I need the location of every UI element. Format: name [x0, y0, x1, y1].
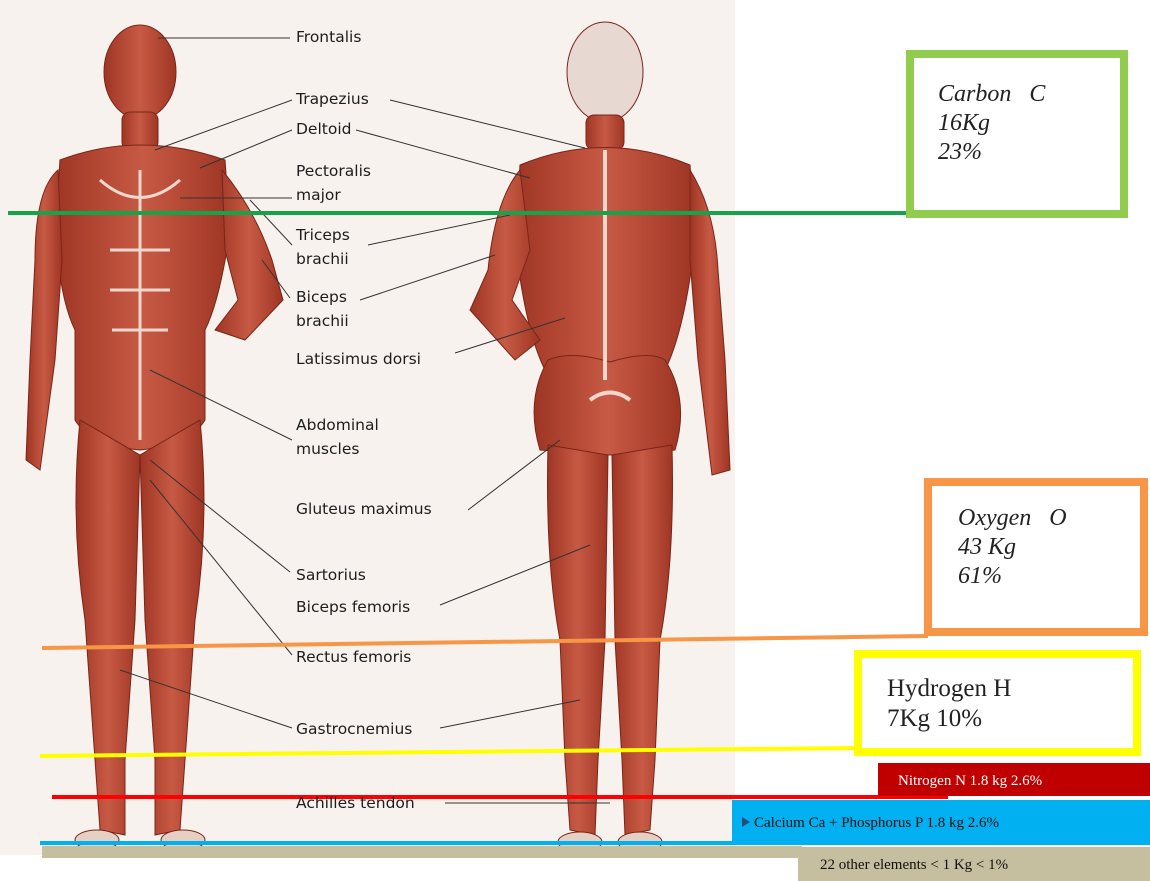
label-gluteus-maximus: Gluteus maximus [296, 500, 432, 519]
label-frontalis: Frontalis [296, 28, 361, 47]
label-biceps-femoris: Biceps femoris [296, 598, 410, 617]
oxygen-box: Oxygen O 43 Kg 61% [924, 478, 1148, 636]
label-achilles-tendon: Achilles tendon [296, 794, 415, 813]
carbon-text: Carbon C 16Kg 23% [938, 80, 1045, 167]
label-major: major [296, 186, 341, 205]
label-biceps: Biceps [296, 288, 347, 307]
label-pectoralis: Pectoralis [296, 162, 371, 181]
label-triceps-brachii: brachii [296, 250, 349, 269]
other-elements-text: 22 other elements < 1 Kg < 1% [820, 857, 1008, 873]
label-deltoid: Deltoid [296, 120, 351, 139]
hydrogen-box: Hydrogen H 7Kg 10% [854, 650, 1141, 756]
label-abdominal: Abdominal [296, 416, 379, 435]
label-gastrocnemius: Gastrocnemius [296, 720, 412, 739]
other-elements-bar: 22 other elements < 1 Kg < 1% [798, 847, 1150, 881]
nitrogen-bar: Nitrogen N 1.8 kg 2.6% [878, 763, 1150, 796]
label-trapezius: Trapezius [296, 90, 369, 109]
calcium-phosphorus-text: Calcium Ca + Phosphorus P 1.8 kg 2.6% [754, 815, 999, 831]
hydrogen-text: Hydrogen H 7Kg 10% [887, 674, 1011, 734]
label-biceps-brachii: brachii [296, 312, 349, 331]
label-sartorius: Sartorius [296, 566, 366, 585]
label-muscles: muscles [296, 440, 359, 459]
oxygen-text: Oxygen O 43 Kg 61% [958, 504, 1067, 591]
label-rectus-femoris: Rectus femoris [296, 648, 411, 667]
label-latissimus-dorsi: Latissimus dorsi [296, 350, 421, 369]
nitrogen-text: Nitrogen N 1.8 kg 2.6% [898, 773, 1042, 789]
bullet-arrow-icon [742, 817, 750, 827]
label-triceps: Triceps [296, 226, 350, 245]
carbon-box: Carbon C 16Kg 23% [906, 50, 1128, 218]
calcium-phosphorus-bar: Calcium Ca + Phosphorus P 1.8 kg 2.6% [732, 800, 1150, 845]
other-level-band [42, 846, 802, 858]
